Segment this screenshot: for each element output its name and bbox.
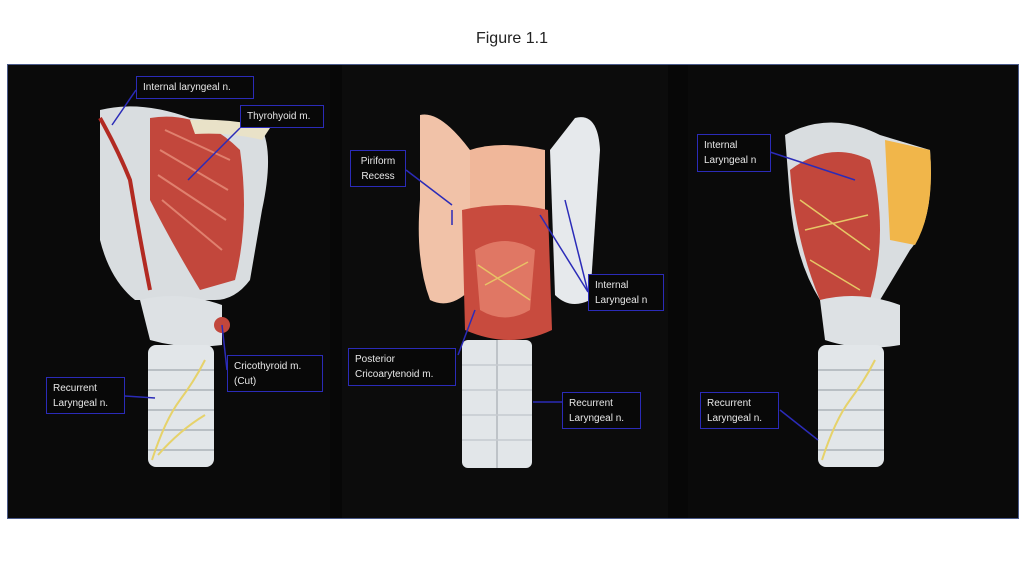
label-leader-lines xyxy=(111,89,856,441)
label-posterior-cricoarytenoid-muscle: Posterior Cricoarytenoid m. xyxy=(348,348,456,386)
middle-larynx-model xyxy=(418,114,600,468)
figure-title: Figure 1.1 xyxy=(475,30,549,47)
label-cricothyroid-muscle: Cricothyroid m. (Cut) xyxy=(227,355,323,392)
label-internal-laryngeal-nerve-right: Internal Laryngeal n xyxy=(697,134,771,172)
label-thyrohyoid-muscle: Thyrohyoid m. xyxy=(240,105,324,128)
label-internal-laryngeal-nerve-middle: Internal Laryngeal n xyxy=(588,274,664,311)
label-internal-laryngeal-nerve: Internal laryngeal n. xyxy=(136,76,254,99)
label-recurrent-laryngeal-nerve-right: Recurrent Laryngeal n. xyxy=(700,392,779,429)
left-larynx-model xyxy=(98,106,270,467)
right-larynx-model xyxy=(785,122,931,467)
label-recurrent-laryngeal-nerve-left: Recurrent Laryngeal n. xyxy=(46,377,125,414)
label-recurrent-laryngeal-nerve-middle: Recurrent Laryngeal n. xyxy=(562,392,641,429)
label-piriform-recess: Piriform Recess xyxy=(350,150,406,187)
